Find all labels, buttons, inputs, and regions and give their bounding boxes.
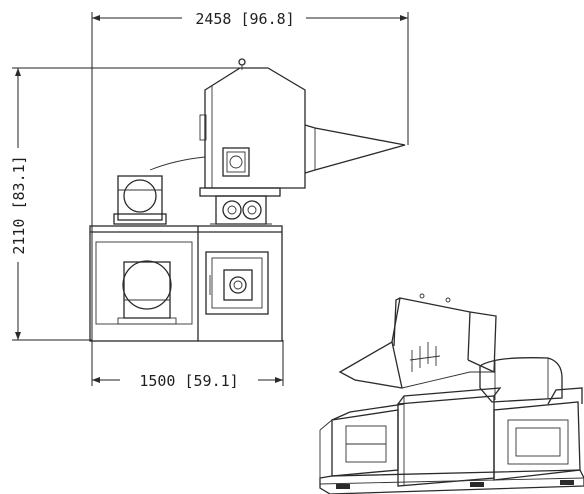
base-width-label: 1500 [59.1] [139, 372, 238, 390]
dimension-overall-width: 2458 [96.8] [91, 10, 409, 340]
side-view-machine [89, 58, 406, 342]
height-label: 2110 [83.1] [10, 155, 28, 254]
isometric-view-machine [319, 293, 584, 494]
dimension-height: 2110 [83.1] [10, 67, 240, 341]
dimension-base-width: 1500 [59.1] [91, 340, 284, 390]
overall-width-label: 2458 [96.8] [195, 10, 294, 28]
